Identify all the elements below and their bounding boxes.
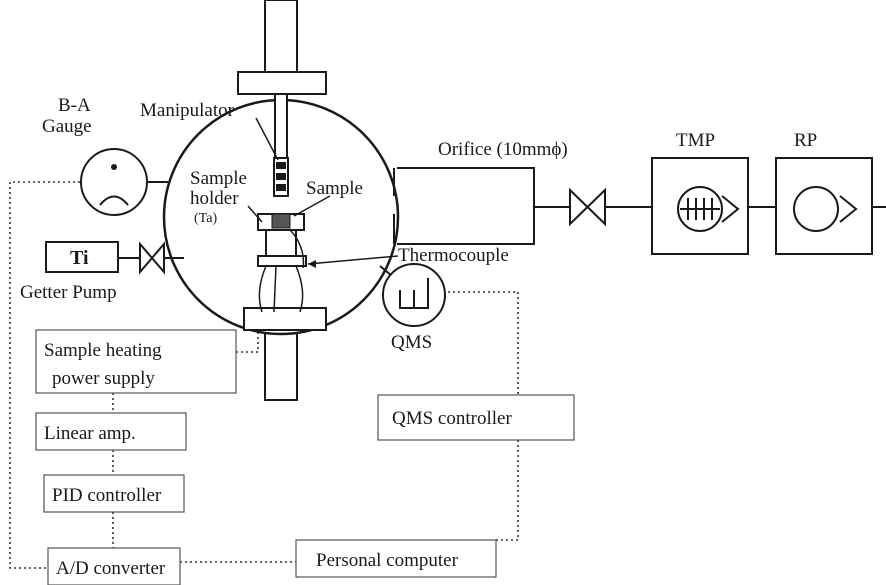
sample-holder-label-line3: (Ta) — [194, 211, 217, 226]
sample-label: Sample — [306, 178, 363, 199]
qms-label: QMS — [391, 332, 432, 353]
sample-holder — [257, 213, 307, 313]
tmp-box — [651, 157, 749, 255]
ba-gauge-label-line1: B-A — [58, 95, 91, 116]
pumping-line — [393, 157, 886, 255]
controller-boxes — [35, 329, 575, 585]
qms-controller-label: QMS controller — [392, 408, 512, 429]
leader-lines — [247, 117, 399, 268]
ad-converter-label: A/D converter — [56, 558, 166, 579]
sample-heating-label-line2: power supply — [52, 368, 155, 389]
ba-gauge — [80, 148, 168, 216]
ba-gauge-label-line2: Gauge — [42, 116, 92, 137]
signal-lines — [9, 181, 519, 569]
manipulator-label: Manipulator — [140, 100, 235, 121]
thermocouple-label: Thermocouple — [398, 245, 509, 266]
qms — [379, 263, 446, 327]
ti-getter-pump — [45, 241, 184, 275]
sample-holder-label-line2: holder — [190, 188, 239, 209]
linear-amp-label: Linear amp. — [44, 423, 136, 444]
pid-controller-label: PID controller — [52, 485, 162, 506]
getter-pump-label: Getter Pump — [20, 282, 117, 303]
sample-holder-label-line1: Sample — [190, 168, 247, 189]
ti-label: Ti — [70, 247, 89, 269]
personal-computer-label: Personal computer — [316, 550, 459, 571]
tmp-label: TMP — [676, 130, 715, 151]
orifice-label: Orifice (10mmϕ) — [438, 139, 568, 160]
rp-label: RP — [794, 130, 817, 151]
sample-heating-label-line1: Sample heating — [44, 340, 162, 361]
sample — [271, 213, 291, 229]
rp-box — [775, 157, 873, 255]
